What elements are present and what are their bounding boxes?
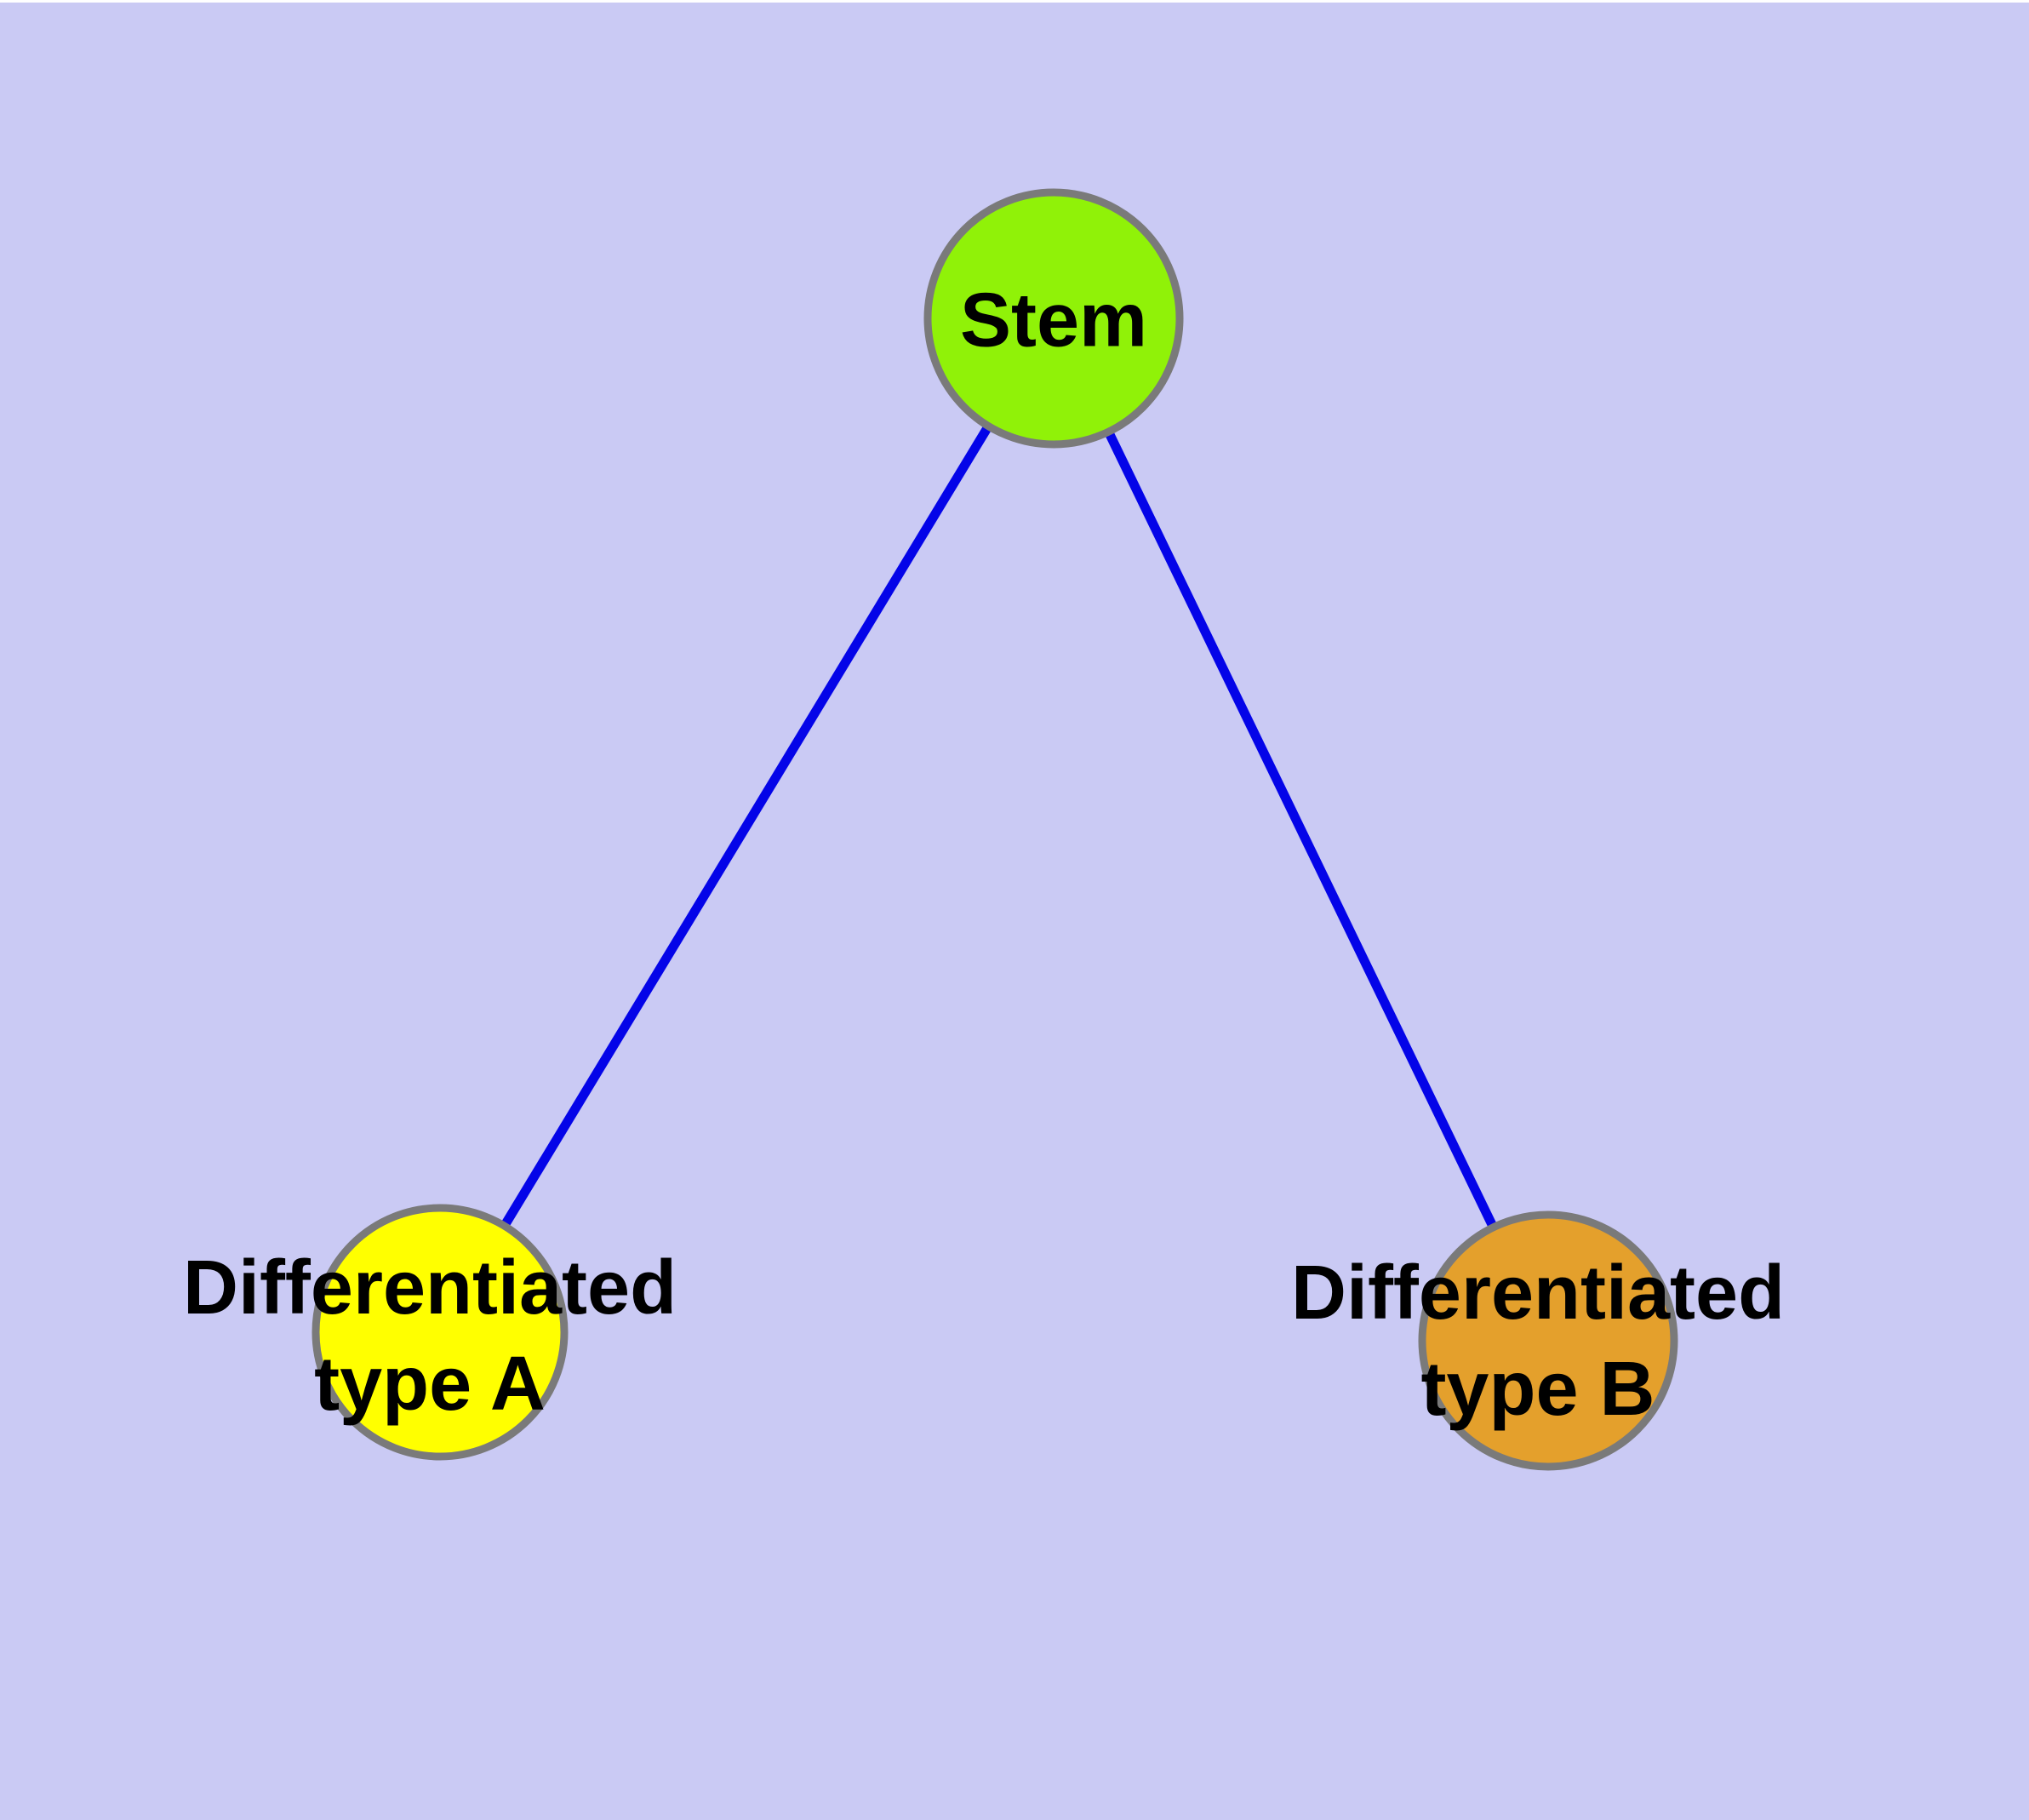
edge-stem-to-type-a <box>436 316 1058 1335</box>
node-type-a-label-line1: Differentiated <box>182 1245 677 1331</box>
node-type-b-label: Differentiated type B <box>1291 1245 1785 1438</box>
node-type-a-label-line2: type A <box>314 1342 546 1427</box>
node-type-a-circle <box>311 1204 569 1461</box>
edge-stem-to-type-b <box>1049 316 1552 1343</box>
node-stem-circle <box>923 188 1184 449</box>
node-stem-label: Stem <box>959 278 1148 363</box>
node-type-b-label-line1: Differentiated <box>1290 1251 1786 1336</box>
node-type-b-circle <box>1418 1210 1678 1471</box>
node-type-a-label: Differentiated type A <box>183 1240 677 1433</box>
node-type-b-label-line2: type B <box>1420 1347 1655 1432</box>
